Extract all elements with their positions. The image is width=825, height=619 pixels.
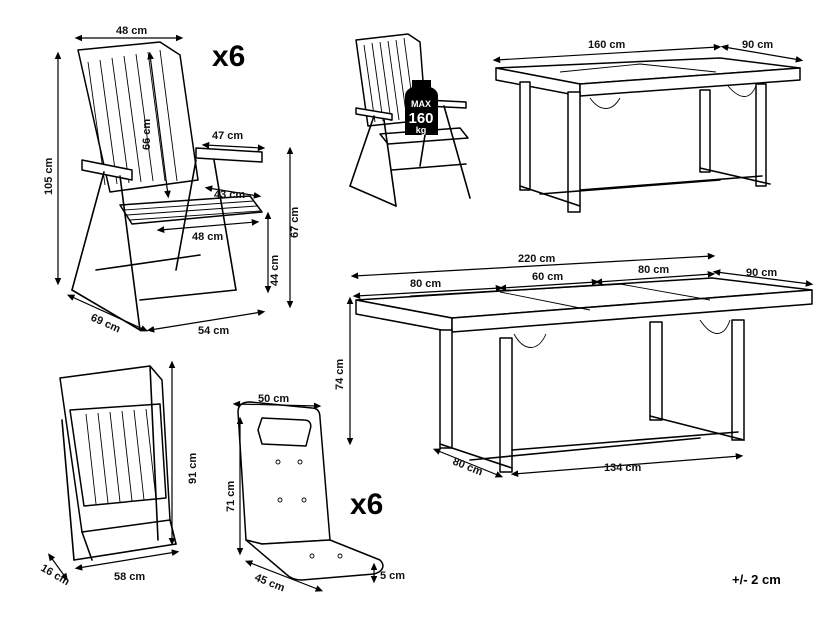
- tolerance-label: +/- 2 cm: [732, 572, 781, 587]
- cushion-thickness-label: 5 cm: [380, 570, 405, 582]
- folded-chair-illustration: [59, 365, 177, 561]
- table-extended-total-length-label: 220 cm: [518, 253, 556, 265]
- cushion-back-height-label: 71 cm: [225, 481, 237, 512]
- chair-seat-depth-label: 43 cm: [214, 189, 245, 201]
- table-extended-illustration: [355, 277, 813, 473]
- table-extended-width-label: 90 cm: [746, 267, 777, 279]
- table-extended-middle-leaf-label: 60 cm: [532, 271, 563, 283]
- chair-width-base-label: 54 cm: [198, 325, 229, 337]
- folded-chair-width-label: 58 cm: [114, 571, 145, 583]
- folded-chair-height-label: 91 cm: [187, 453, 199, 484]
- table-extended-left-leaf-label: 80 cm: [410, 278, 441, 290]
- load-badge: MAX 160 kg: [405, 80, 438, 135]
- table-extended-dimension-lines: [346, 252, 814, 478]
- chair-dimension-lines: [54, 34, 294, 333]
- table-collapsed-length-label: 160 cm: [588, 39, 626, 51]
- chair-seat-width-label: 48 cm: [192, 231, 223, 243]
- chair-armrest-depth-label: 47 cm: [212, 130, 243, 142]
- chair-multiplier-label: x6: [212, 40, 245, 73]
- table-extended-height-label: 74 cm: [334, 359, 346, 390]
- cushion-dimension-lines: [232, 400, 378, 592]
- cushion-width-label: 50 cm: [258, 393, 289, 405]
- table-collapsed-dimension-lines: [492, 43, 804, 64]
- table-collapsed-illustration: [495, 57, 801, 213]
- chair-height-total-label: 105 cm: [43, 157, 55, 195]
- cushion-multiplier-label: x6: [350, 488, 383, 521]
- folded-chair-thickness-label: 16 cm: [39, 562, 72, 588]
- folded-chair-dimension-lines: [48, 360, 180, 581]
- load-badge-max-label: MAX: [411, 99, 431, 109]
- load-badge-value: 160: [408, 110, 433, 127]
- chair-depth-base-label: 69 cm: [89, 312, 123, 336]
- chair-back-height-label: 66 cm: [141, 119, 153, 150]
- chair-seat-height-label: 44 cm: [269, 255, 281, 286]
- table-extended-base-length-label: 134 cm: [604, 462, 642, 474]
- chair-width-top-label: 48 cm: [116, 25, 147, 37]
- table-extended-right-leaf-label: 80 cm: [638, 264, 669, 276]
- load-badge-unit: kg: [416, 125, 427, 135]
- chair-arm-height-label: 67 cm: [289, 207, 301, 238]
- table-collapsed-width-label: 90 cm: [742, 39, 773, 51]
- cushion-illustration: [237, 401, 384, 581]
